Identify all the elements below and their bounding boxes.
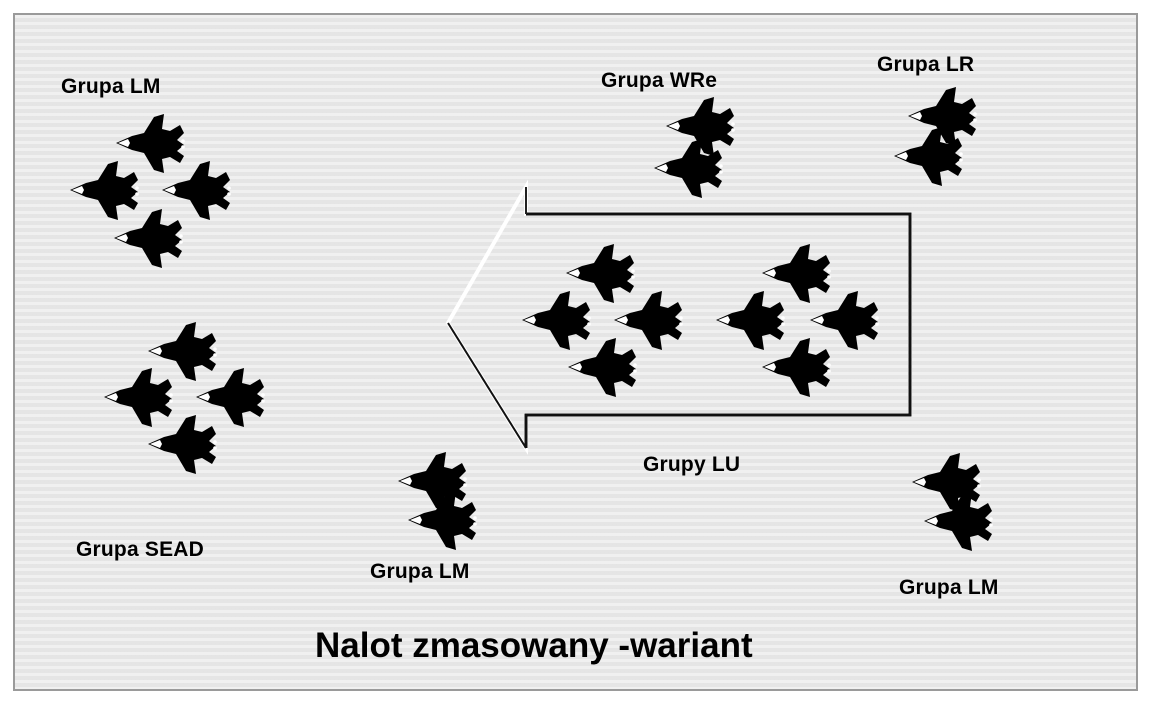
aircraft-icon (148, 415, 217, 474)
aircraft-icon (924, 492, 993, 551)
label-group-lm-bottom-right: Grupa LM (899, 576, 999, 599)
aircraft-icon (568, 338, 637, 397)
label-group-lm-bottom-center: Grupa LM (370, 560, 470, 583)
aircraft-icon (104, 368, 173, 427)
aircraft-icon (70, 161, 139, 220)
diagram-title: Nalot zmasowany -wariant (315, 626, 753, 665)
group-lm-top-left-aircraft (70, 114, 231, 268)
aircraft-icon (522, 291, 591, 350)
aircraft-icon (148, 322, 217, 381)
aircraft-icon (614, 291, 683, 350)
aircraft-icon (908, 87, 977, 146)
aircraft-icon (162, 161, 231, 220)
aircraft-icon (762, 338, 831, 397)
label-groups-lu: Grupy LU (643, 453, 741, 476)
label-group-sead: Grupa SEAD (76, 538, 205, 561)
aircraft-icon (566, 244, 635, 303)
aircraft-icon (408, 491, 477, 550)
lu-arrow-icon (445, 179, 912, 455)
groups-lu-left-aircraft (522, 244, 683, 397)
aircraft-icon (116, 114, 185, 173)
groups-lu-right-aircraft (716, 244, 879, 397)
group-wre-aircraft (654, 97, 735, 198)
aircraft-icon (398, 452, 467, 511)
group-lm-bottom-right-aircraft (912, 453, 993, 551)
aircraft-icon (810, 291, 879, 350)
aircraft-icon (716, 291, 785, 350)
aircraft-icon (762, 244, 831, 303)
label-group-lm-top-left: Grupa LM (61, 75, 161, 98)
group-sead-aircraft (104, 322, 265, 474)
label-group-lr: Grupa LR (877, 53, 975, 76)
aircraft-icon (114, 209, 183, 268)
aircraft-icon (196, 368, 265, 427)
group-lr-aircraft (894, 87, 977, 186)
label-group-wre: Grupa WRe (601, 69, 718, 92)
group-lm-bottom-center-aircraft (398, 452, 477, 550)
